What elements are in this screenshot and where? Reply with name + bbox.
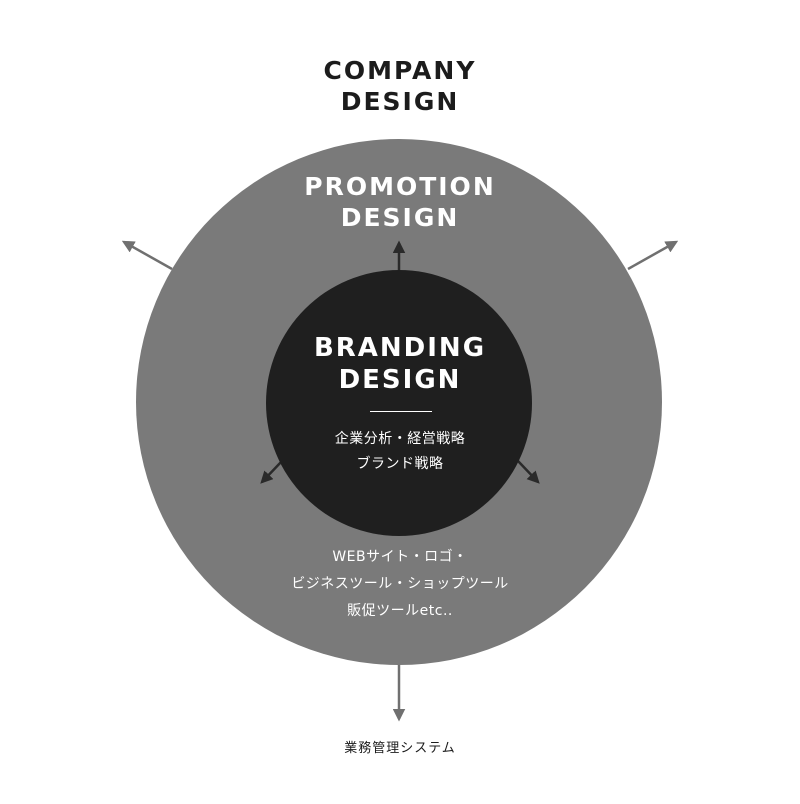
branding-design-title: BRANDING DESIGN <box>250 333 550 396</box>
promotion-desc-line: ビジネスツール・ショップツール <box>291 576 509 592</box>
arrow-inner-left <box>260 460 283 484</box>
company-title-line: DESIGN <box>340 86 460 116</box>
company-design-title: COMPANY DESIGN <box>250 56 550 117</box>
promotion-title-line: DESIGN <box>340 202 460 232</box>
branding-circle <box>266 270 532 536</box>
promotion-desc-line: 販促ツールetc.. <box>347 603 453 619</box>
branding-title-line: BRANDING <box>313 333 487 363</box>
branding-desc-line: 企業分析・経営戦略 <box>334 431 466 447</box>
arrow-up-left <box>121 240 173 271</box>
branding-desc-line: ブランド戦略 <box>356 456 444 472</box>
branding-description: 企業分析・経営戦略 ブランド戦略 <box>250 427 550 477</box>
promotion-title-line: PROMOTION <box>304 172 496 201</box>
system-label: 業務管理システム <box>344 741 456 756</box>
company-title-line: COMPANY <box>323 56 477 85</box>
promotion-desc-line: WEBサイト・ロゴ・ <box>332 549 468 565</box>
branding-title-line: DESIGN <box>338 364 462 395</box>
arrow-inner-right <box>517 460 540 484</box>
branding-divider <box>370 411 432 412</box>
promotion-design-title: PROMOTION DESIGN <box>250 172 550 233</box>
arrow-up-right <box>627 240 679 271</box>
promotion-description: WEBサイト・ロゴ・ ビジネスツール・ショップツール 販促ツールetc.. <box>200 544 600 625</box>
